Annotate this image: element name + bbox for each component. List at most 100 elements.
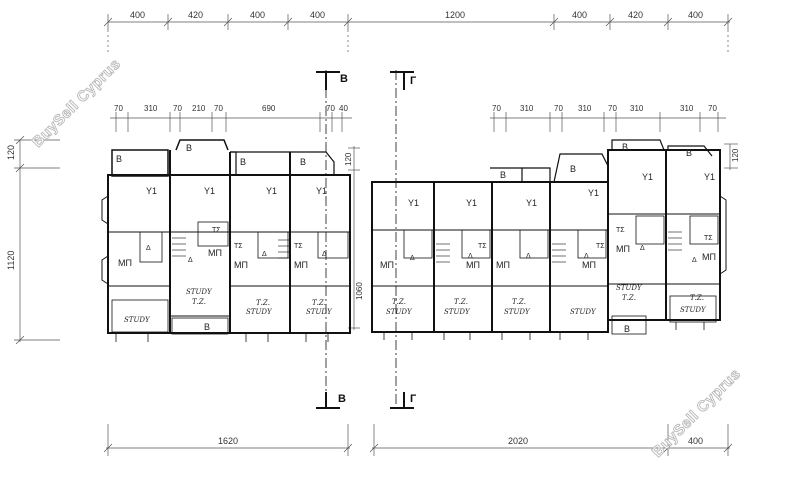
dim-row2-3: 70 [173, 104, 182, 113]
room-label-tz: Τ.Ζ. [512, 298, 526, 306]
room-label-delta: Δ [410, 255, 415, 262]
room-label-bath: ΤΣ [478, 243, 487, 250]
room-label-tz: Τ.Ζ. [312, 299, 326, 307]
room-label-study: STUDY [306, 308, 333, 316]
room-label-delta: Δ [640, 245, 645, 252]
room-label-balcony: B [570, 164, 576, 174]
dim-bottom-2020: 2020 [508, 436, 528, 446]
room-label-delta: Δ [526, 253, 531, 260]
dim-row2-5: 70 [214, 104, 223, 113]
room-label-tz: Τ.Ζ. [192, 298, 206, 306]
dim-top-2: 420 [188, 10, 203, 20]
room-label-study: STUDY [186, 288, 213, 296]
room-label-bath: ΤΣ [294, 243, 303, 250]
dim-row2-9: 70 [492, 104, 501, 113]
room-label-kitchen: MП [616, 244, 630, 254]
dim-row2-1: 70 [114, 104, 123, 113]
room-label-tz: Τ.Ζ. [454, 298, 468, 306]
left-vertical-dimension [14, 135, 60, 345]
dim-mid-1060: 1060 [355, 282, 364, 300]
room-label-study: STUDY [386, 308, 413, 316]
top-dimension-chain [103, 14, 733, 55]
dim-top-5: 400 [572, 10, 587, 20]
room-label-balcony: B [500, 170, 506, 180]
room-label-delta: Δ [262, 251, 267, 258]
room-label-kitchen: MП [702, 252, 716, 262]
room-label-kitchen: MП [380, 260, 394, 270]
dim-bottom-400: 400 [688, 436, 703, 446]
dim-row2-6: 690 [262, 104, 276, 113]
room-label-delta: Δ [188, 257, 193, 264]
room-label-tz: Τ.Ζ. [690, 294, 704, 302]
dim-row2-12: 310 [578, 104, 592, 113]
room-label-bath: ΤΣ [616, 227, 625, 234]
room-label-bath: ΤΣ [234, 243, 243, 250]
dim-row2-8: 40 [339, 104, 348, 113]
dim-top-1: 400 [130, 10, 145, 20]
room-label-living: Y1 [408, 198, 419, 208]
room-label-kitchen: MП [582, 260, 596, 270]
dim-row2-4: 210 [192, 104, 206, 113]
room-label-living: Y1 [146, 186, 157, 196]
room-label-study: STUDY [124, 316, 151, 324]
room-label-study: STUDY [504, 308, 531, 316]
room-label-bath: ΤΣ [596, 243, 605, 250]
section-mark-b-top: B [340, 73, 348, 85]
room-label-bath: ΤΣ [704, 235, 713, 242]
dim-left-1120: 1120 [6, 251, 16, 270]
mid-vertical-dimension [348, 146, 360, 330]
dim-bottom-1620: 1620 [218, 436, 238, 446]
dim-row2-15: 310 [680, 104, 694, 113]
dim-row2-11: 70 [554, 104, 563, 113]
dim-row2-16: 70 [708, 104, 717, 113]
room-label-balcony: B [116, 154, 122, 164]
room-label-delta: Δ [322, 251, 327, 258]
room-label-kitchen: MП [294, 260, 308, 270]
room-label-balcony: B [624, 324, 630, 334]
room-label-balcony: B [204, 322, 210, 332]
bottom-dimension-chain [103, 424, 733, 456]
section-mark-g-bottom: Г [410, 393, 417, 405]
room-label-kitchen: MП [466, 260, 480, 270]
room-label-living: Y1 [266, 186, 277, 196]
room-label-living: Y1 [642, 172, 653, 182]
room-label-balcony: B [622, 142, 628, 152]
room-label-living: Y1 [588, 188, 599, 198]
dim-mid-120: 120 [344, 152, 353, 166]
dim-row2-13: 70 [608, 104, 617, 113]
room-label-tz: Τ.Ζ. [256, 299, 270, 307]
section-mark-g-top: Г [410, 75, 417, 87]
right-building-block [371, 139, 727, 340]
room-label-balcony: B [240, 157, 246, 167]
dim-row2-14: 310 [630, 104, 644, 113]
room-label-balcony: B [186, 143, 192, 153]
room-label-bath: ΤΣ [212, 227, 221, 234]
room-label-kitchen: MП [496, 260, 510, 270]
right-vertical-dimension [724, 143, 738, 170]
dim-row2-2: 310 [144, 104, 158, 113]
dim-right-120: 120 [731, 148, 740, 162]
room-label-kitchen: MП [118, 258, 132, 268]
room-label-kitchen: MП [208, 248, 222, 258]
room-label-living: Y1 [526, 198, 537, 208]
room-label-living: Y1 [466, 198, 477, 208]
room-label-study: STUDY [570, 308, 597, 316]
room-label-delta: Δ [146, 245, 151, 252]
room-label-delta: Δ [468, 253, 473, 260]
dim-top-center: 1200 [445, 10, 465, 20]
left-building-block [101, 139, 351, 342]
dim-top-6: 420 [628, 10, 643, 20]
room-label-balcony: B [686, 148, 692, 158]
section-mark-b-bottom: B [338, 393, 346, 405]
section-lines [316, 70, 414, 410]
room-label-delta: Δ [692, 257, 697, 264]
room-label-kitchen: MП [234, 260, 248, 270]
room-label-study: STUDY [616, 284, 643, 292]
dim-top-3: 400 [250, 10, 265, 20]
room-label-study: STUDY [680, 306, 707, 314]
dim-row2-10: 310 [520, 104, 534, 113]
second-dimension-chain [110, 112, 726, 132]
dim-top-7: 400 [688, 10, 703, 20]
room-label-living: Y1 [704, 172, 715, 182]
